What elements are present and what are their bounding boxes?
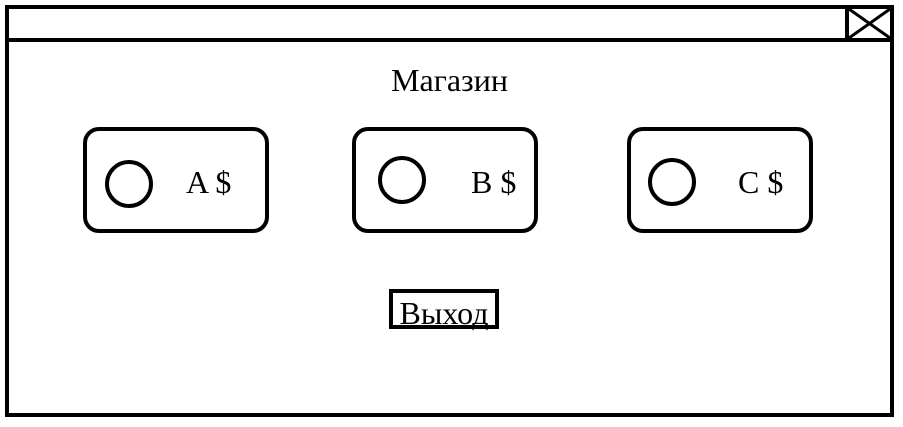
- close-button[interactable]: [845, 9, 890, 38]
- radio-button-b[interactable]: [378, 156, 426, 204]
- option-a-label: A $: [186, 164, 232, 200]
- option-c-label: C $: [738, 164, 784, 200]
- title-bar[interactable]: [9, 9, 890, 42]
- shop-window: Магазин A $ B $ C $ Выход: [5, 5, 894, 417]
- option-a[interactable]: A $: [83, 127, 269, 233]
- shop-title: Магазин: [391, 62, 508, 98]
- option-b[interactable]: B $: [352, 127, 538, 233]
- radio-button-a[interactable]: [105, 160, 153, 208]
- exit-button[interactable]: Выход: [389, 289, 499, 331]
- close-x-icon: [849, 9, 890, 38]
- radio-button-c[interactable]: [648, 158, 696, 206]
- option-c[interactable]: C $: [627, 127, 813, 233]
- option-b-label: B $: [471, 164, 517, 200]
